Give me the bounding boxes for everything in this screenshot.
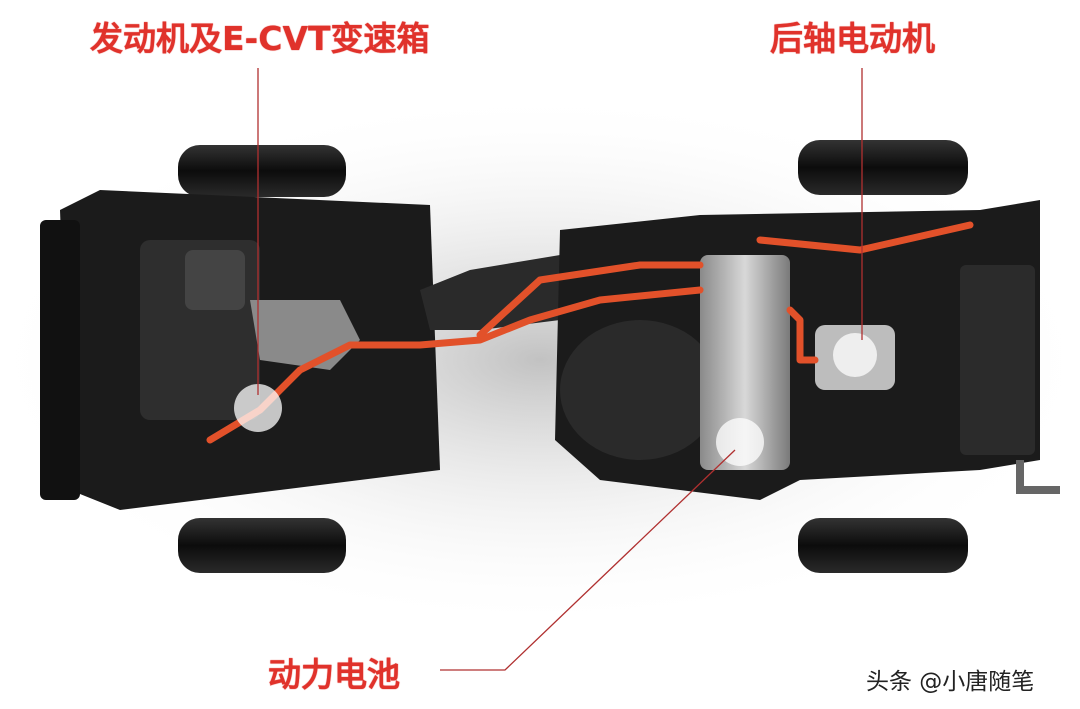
- exhaust-tip: [1016, 460, 1060, 494]
- exhaust-tunnel: [420, 255, 560, 330]
- front-bumper-beam: [40, 220, 80, 500]
- wheels: [178, 140, 968, 573]
- rear-muffler: [960, 265, 1035, 455]
- engine-cover: [185, 250, 245, 310]
- rear-left-wheel: [798, 140, 968, 195]
- motor-highlight: [833, 333, 877, 377]
- front-right-wheel: [178, 518, 346, 573]
- battery-leader-line: [440, 449, 736, 671]
- fuel-tank: [560, 320, 720, 460]
- watermark: 头条 @小唐随笔: [866, 669, 1035, 695]
- rear-motor-label: 后轴电动机: [770, 19, 935, 58]
- battery-highlight: [716, 418, 764, 466]
- front-left-wheel: [178, 145, 346, 197]
- battery-label: 动力电池: [268, 655, 400, 694]
- rear-right-wheel: [798, 518, 968, 573]
- battery-pack: [700, 255, 790, 470]
- engine-ecvt-label: 发动机及E-CVT变速箱: [90, 19, 430, 58]
- engine-highlight: [234, 384, 282, 432]
